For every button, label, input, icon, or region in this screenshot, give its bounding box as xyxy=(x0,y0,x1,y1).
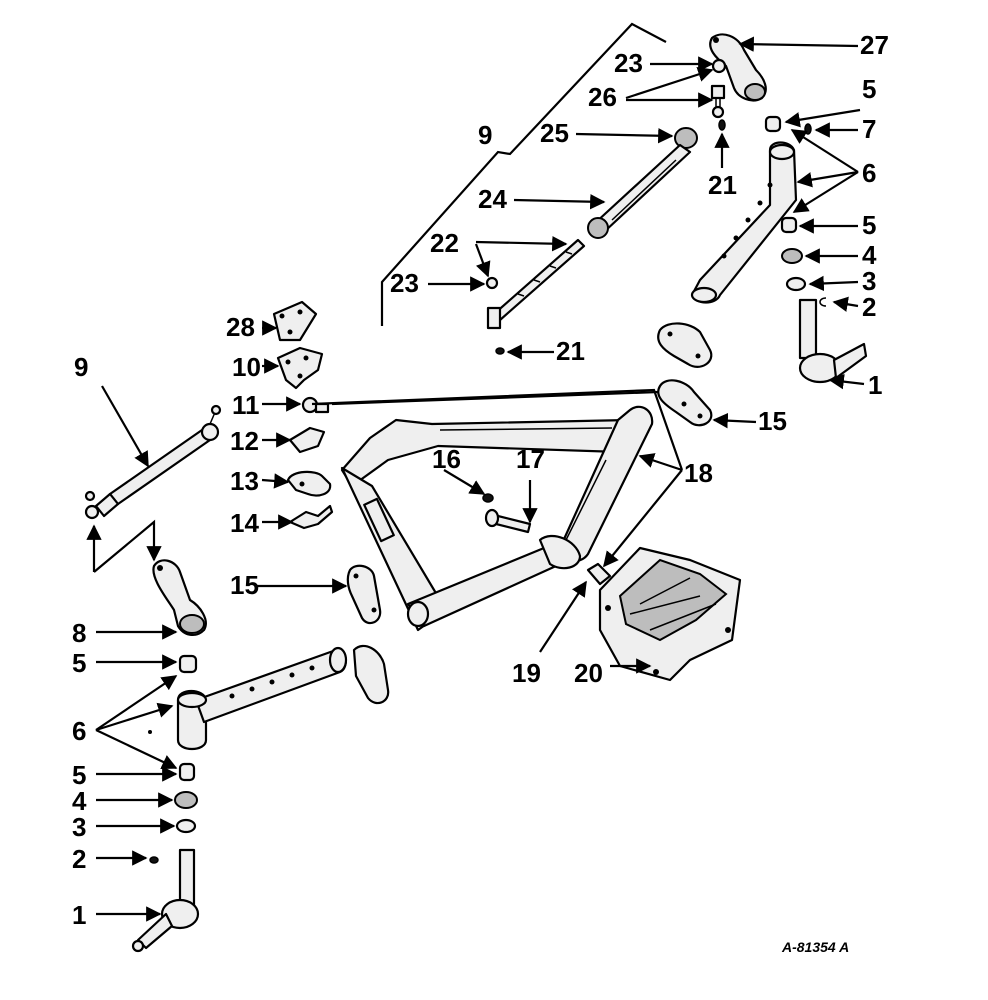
washer-3-left xyxy=(175,818,197,834)
callout-15-right: 15 xyxy=(758,406,787,436)
nut-23-lower xyxy=(485,276,499,290)
steering-arm-8 xyxy=(152,559,207,636)
callout-5-right: 5 xyxy=(862,210,876,240)
callout-23-top: 23 xyxy=(614,48,643,78)
callout-19: 19 xyxy=(512,658,541,688)
callout-5-left-lower: 5 xyxy=(72,760,86,790)
callout-8: 8 xyxy=(72,618,86,648)
clamp-15-left-lower xyxy=(352,644,390,705)
callout-5-left-top: 5 xyxy=(72,648,86,678)
callout-4-left: 4 xyxy=(72,786,87,816)
thrust-bearing-4-left xyxy=(174,791,198,809)
key-2-right xyxy=(819,297,827,307)
adjusting-nut-25 xyxy=(674,127,698,149)
bushing-5-top-right xyxy=(764,115,782,133)
axle-extension-6-right xyxy=(690,141,798,304)
nut-23-top xyxy=(711,58,727,74)
callout-28: 28 xyxy=(226,312,255,342)
ball-socket-11 xyxy=(301,396,330,414)
bushing-5-left-lower xyxy=(178,762,196,782)
figure-id: A-81354 A xyxy=(781,939,849,955)
clip-14 xyxy=(288,504,334,530)
group-bracket-9-top xyxy=(380,22,667,326)
callout-7: 7 xyxy=(862,114,876,144)
callout-26: 26 xyxy=(588,82,617,112)
spindle-1-left xyxy=(131,848,200,953)
plate-28 xyxy=(272,300,318,342)
callout-25: 25 xyxy=(540,118,569,148)
callout-4-right: 4 xyxy=(862,240,877,270)
callout-17: 17 xyxy=(516,444,545,474)
pin-21-lower xyxy=(495,347,505,355)
clamp-15-left xyxy=(346,564,382,625)
callout-21-lower: 21 xyxy=(556,336,585,366)
spindle-1-right xyxy=(798,298,868,384)
key-2-left xyxy=(149,856,159,864)
callout-1-right: 1 xyxy=(868,370,882,400)
tie-rod-9-left xyxy=(84,404,222,520)
callout-1-left: 1 xyxy=(72,900,86,930)
bushing-5-right xyxy=(780,216,798,234)
callout-15-left: 15 xyxy=(230,570,259,600)
bushing-5-left-top xyxy=(178,654,198,674)
callout-16: 16 xyxy=(432,444,461,474)
callout-11: 11 xyxy=(232,390,260,420)
pin-7 xyxy=(804,123,812,135)
callout-9-top: 9 xyxy=(478,120,492,150)
callout-3-left: 3 xyxy=(72,812,86,842)
callout-2-left: 2 xyxy=(72,844,86,874)
bracket-10 xyxy=(276,346,324,390)
callout-9-left: 9 xyxy=(74,352,88,382)
leader-9-left-bracket xyxy=(92,519,156,573)
callout-24: 24 xyxy=(478,184,507,214)
clamp-15-right xyxy=(657,379,713,427)
bushing-19 xyxy=(586,562,612,586)
callout-6-right: 6 xyxy=(862,158,876,188)
callout-22: 22 xyxy=(430,228,459,258)
rod-22 xyxy=(486,238,586,330)
pin-21-top xyxy=(718,119,726,131)
callout-23-lower: 23 xyxy=(390,268,419,298)
callout-6-left: 6 xyxy=(72,716,86,746)
drag-link-tube-24 xyxy=(587,143,692,239)
callout-20: 20 xyxy=(574,658,603,688)
steering-arm-27 xyxy=(709,33,767,102)
axle-extension-6-left xyxy=(148,646,348,751)
thrust-bearing-4-right xyxy=(781,248,803,264)
clamp-15-right-upper xyxy=(657,322,713,368)
ball-stud-26 xyxy=(710,84,726,119)
callout-5-top: 5 xyxy=(862,74,876,104)
callout-14: 14 xyxy=(230,508,259,538)
callout-27: 27 xyxy=(860,30,889,60)
grease-fitting-16 xyxy=(482,493,494,503)
callout-10: 10 xyxy=(232,352,261,382)
washer-3-right xyxy=(785,276,807,292)
callout-2-right: 2 xyxy=(862,292,876,322)
callout-18: 18 xyxy=(684,458,713,488)
support-bracket-20 xyxy=(598,546,742,682)
callout-21-top: 21 xyxy=(708,170,737,200)
clamp-13 xyxy=(286,470,332,497)
shim-12 xyxy=(288,426,326,454)
callout-12: 12 xyxy=(230,426,259,456)
leader-18-frame xyxy=(311,388,684,471)
callout-3-right: 3 xyxy=(862,266,876,296)
callout-13: 13 xyxy=(230,466,259,496)
axle-frame-18 xyxy=(340,405,654,632)
pivot-pin-17 xyxy=(484,508,532,534)
